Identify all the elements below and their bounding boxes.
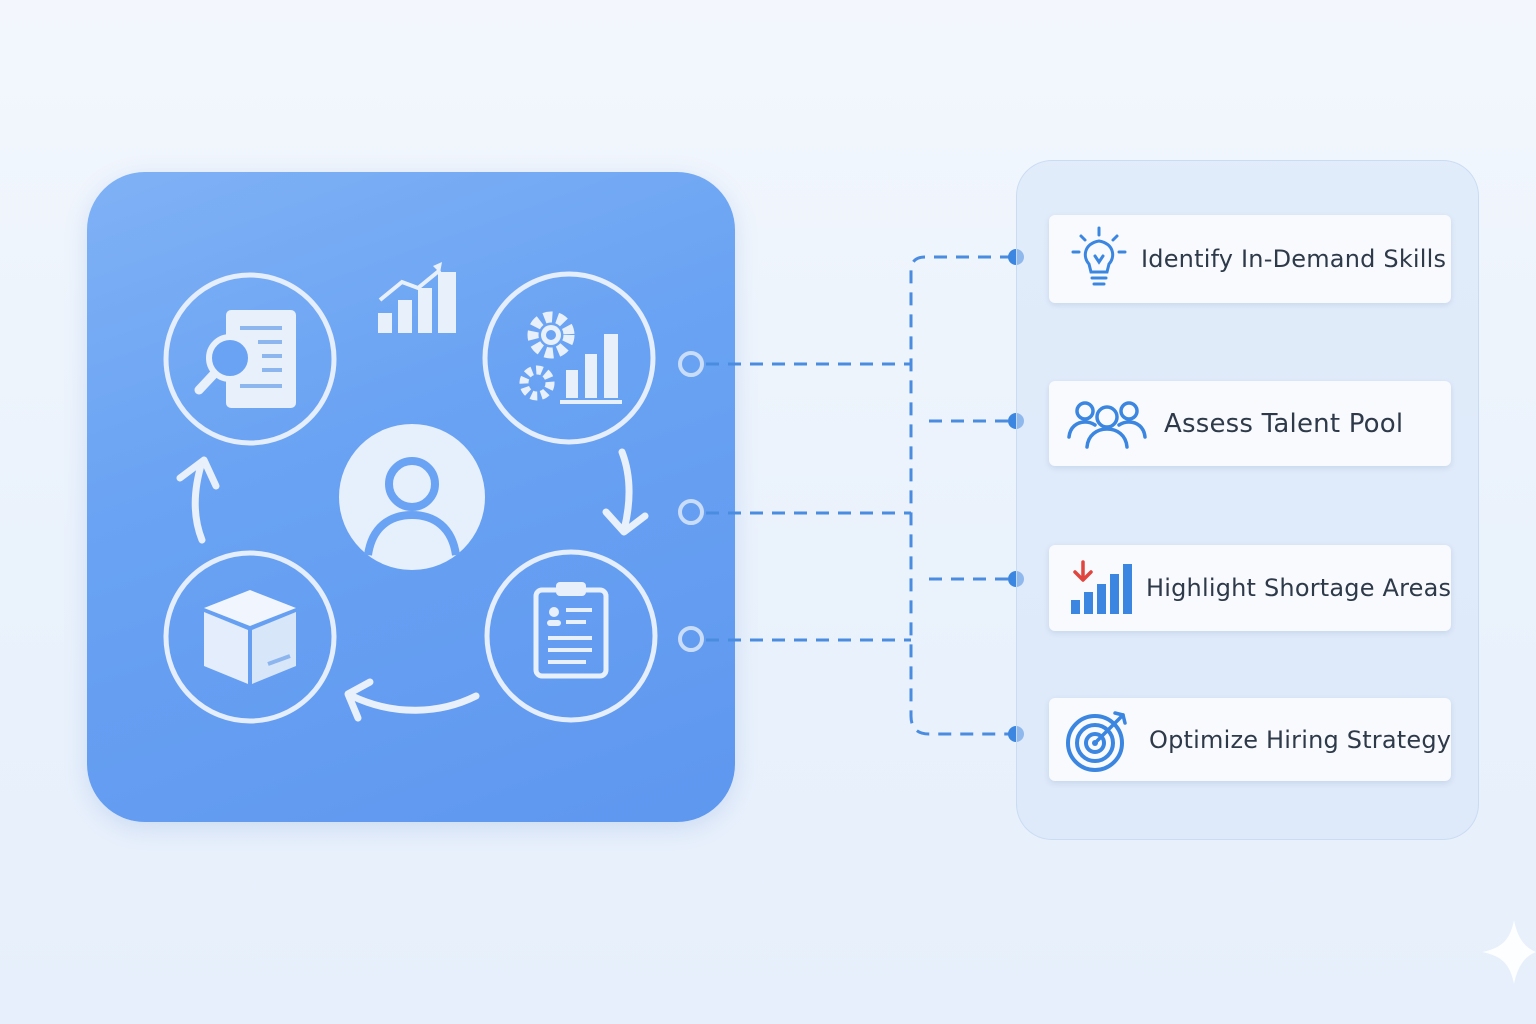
sparkle-icon bbox=[1482, 920, 1536, 984]
card-identify-skills: Identify In-Demand Skills bbox=[1049, 215, 1451, 303]
arrow-left bbox=[348, 692, 480, 714]
card-label: Assess Talent Pool bbox=[1164, 408, 1404, 439]
people-group-icon bbox=[1067, 381, 1147, 466]
arrow-down bbox=[618, 448, 633, 534]
card-label: Highlight Shortage Areas bbox=[1146, 574, 1452, 602]
target-icon bbox=[1065, 698, 1131, 781]
lightbulb-icon bbox=[1071, 215, 1127, 303]
clipboard-icon bbox=[484, 549, 658, 723]
shortage-bar-chart-icon bbox=[1069, 545, 1135, 631]
arrow-left-head bbox=[344, 678, 374, 722]
dashed-connectors bbox=[706, 255, 1013, 736]
card-shortage-areas: Highlight Shortage Areas bbox=[1049, 545, 1451, 631]
user-icon bbox=[339, 424, 485, 570]
arrow-up-head bbox=[176, 456, 220, 490]
card-label: Identify In-Demand Skills bbox=[1141, 245, 1447, 273]
arrow-up bbox=[191, 458, 206, 544]
card-label: Optimize Hiring Strategy bbox=[1149, 725, 1452, 754]
box-icon bbox=[163, 550, 337, 724]
document-search-icon bbox=[163, 272, 337, 446]
gears-chart-icon bbox=[482, 271, 656, 445]
cycle-arrows bbox=[176, 448, 649, 722]
card-assess-talent: Assess Talent Pool bbox=[1049, 381, 1451, 466]
connector-ports bbox=[678, 351, 704, 652]
arrow-down-head bbox=[602, 508, 649, 536]
card-optimize-hiring: Optimize Hiring Strategy bbox=[1049, 698, 1451, 781]
growth-chart-icon bbox=[378, 262, 456, 333]
